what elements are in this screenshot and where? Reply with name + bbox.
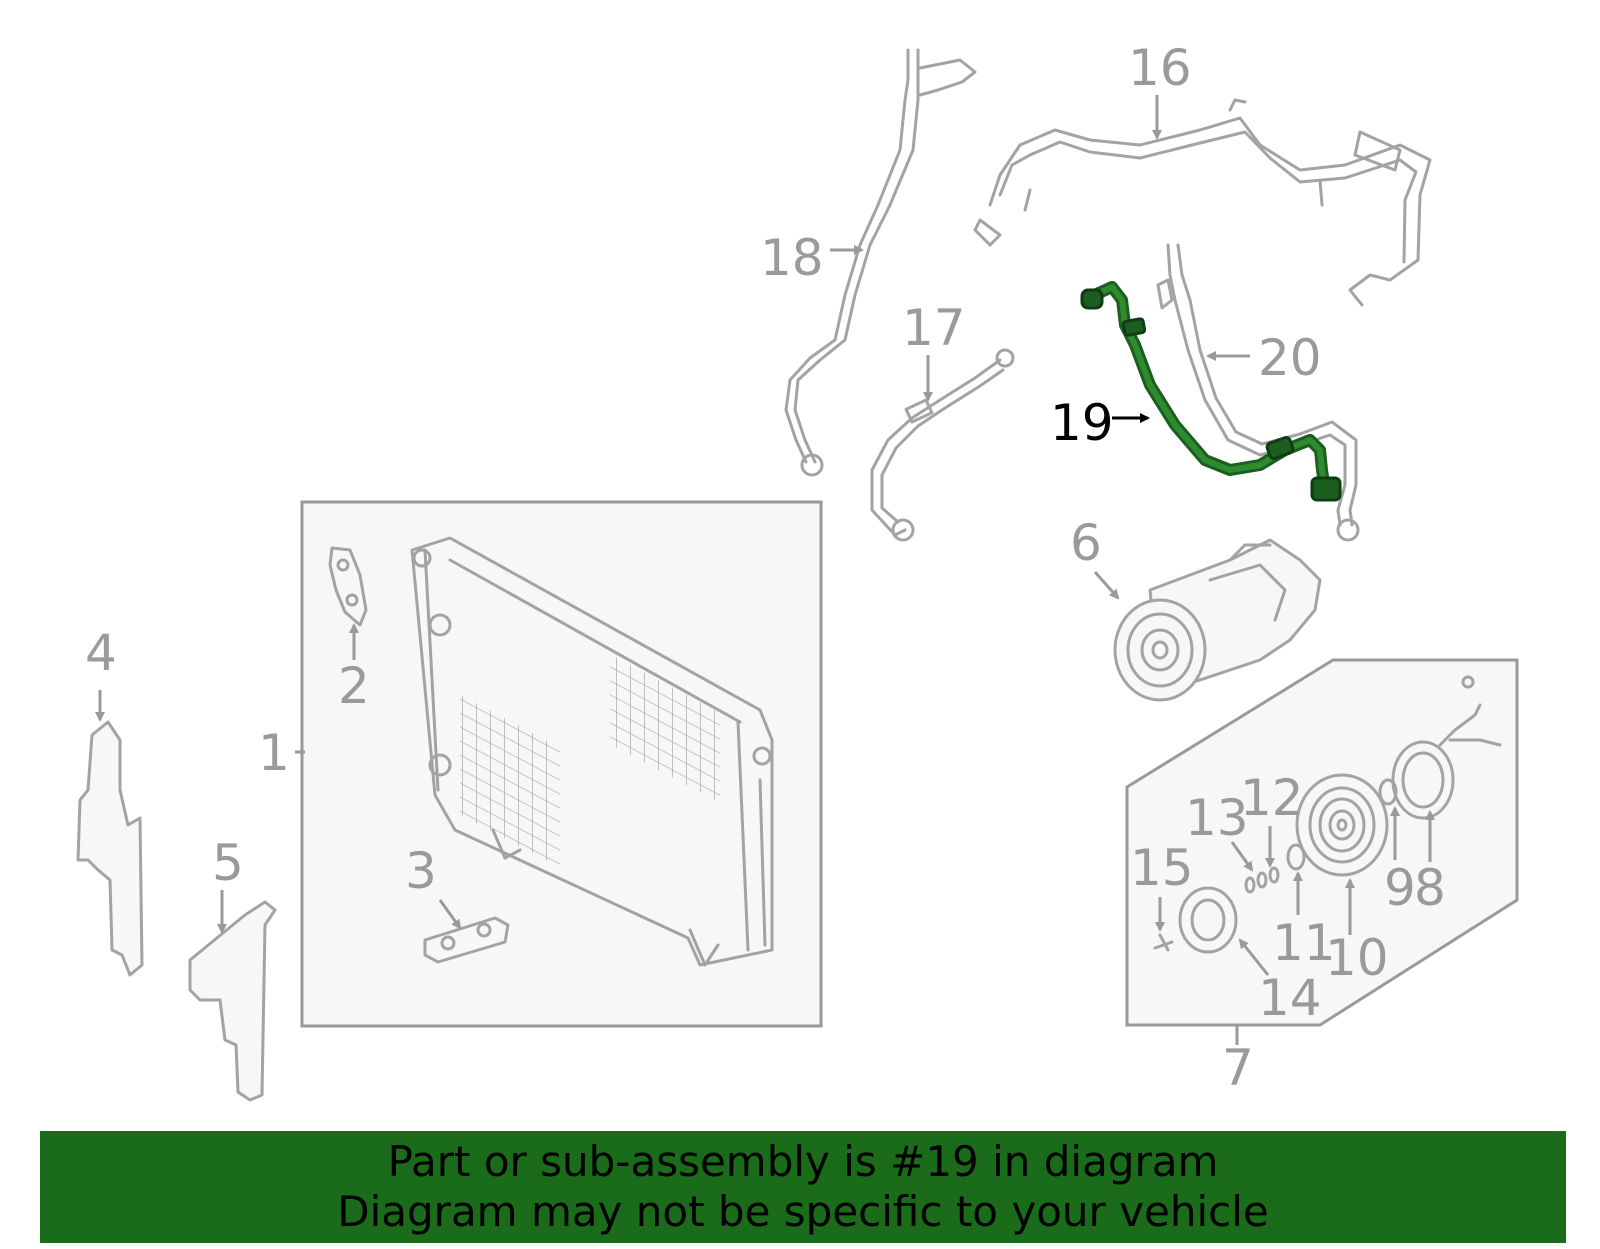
label-19: 19 [1050,394,1114,452]
label-2: 2 [338,657,370,715]
label-13: 13 [1185,789,1249,847]
label-16: 16 [1128,39,1192,97]
label-1: 1 [258,724,290,782]
label-9: 9 [1384,859,1416,917]
condenser-frame [410,536,774,967]
label-11: 11 [1272,914,1336,972]
condenser-group [300,500,823,1028]
air-guide-5 [188,900,277,1102]
banner-line-1: Part or sub-assembly is #19 in diagram [387,1137,1219,1186]
label-4: 4 [85,624,117,682]
label-3: 3 [405,842,437,900]
label-14: 14 [1258,969,1322,1027]
label-5: 5 [212,834,244,892]
label-20: 20 [1258,329,1322,387]
condenser-box [300,500,823,1028]
label-8: 8 [1414,859,1446,917]
clutch-kit-7 [1125,658,1519,1027]
discharge-hose-19 [1080,281,1342,502]
label-10: 10 [1325,929,1389,987]
ac-line-18 [793,48,920,464]
leader-lines [95,95,1435,1045]
label-12: 12 [1240,769,1304,827]
ac-line-16 [973,98,1432,307]
info-banner: Part or sub-assembly is #19 in diagram D… [40,1131,1566,1243]
label-15: 15 [1130,839,1194,897]
label-18: 18 [760,229,824,287]
label-7: 7 [1222,1039,1254,1097]
bracket-3 [423,916,510,964]
ac-line-20 [1166,243,1347,527]
banner-line-2: Diagram may not be specific to your vehi… [337,1187,1269,1236]
label-17: 17 [902,299,966,357]
air-guide-4 [76,720,144,977]
compressor-6 [1113,538,1322,702]
label-6: 6 [1070,514,1102,572]
ac-line-17 [870,358,1002,537]
